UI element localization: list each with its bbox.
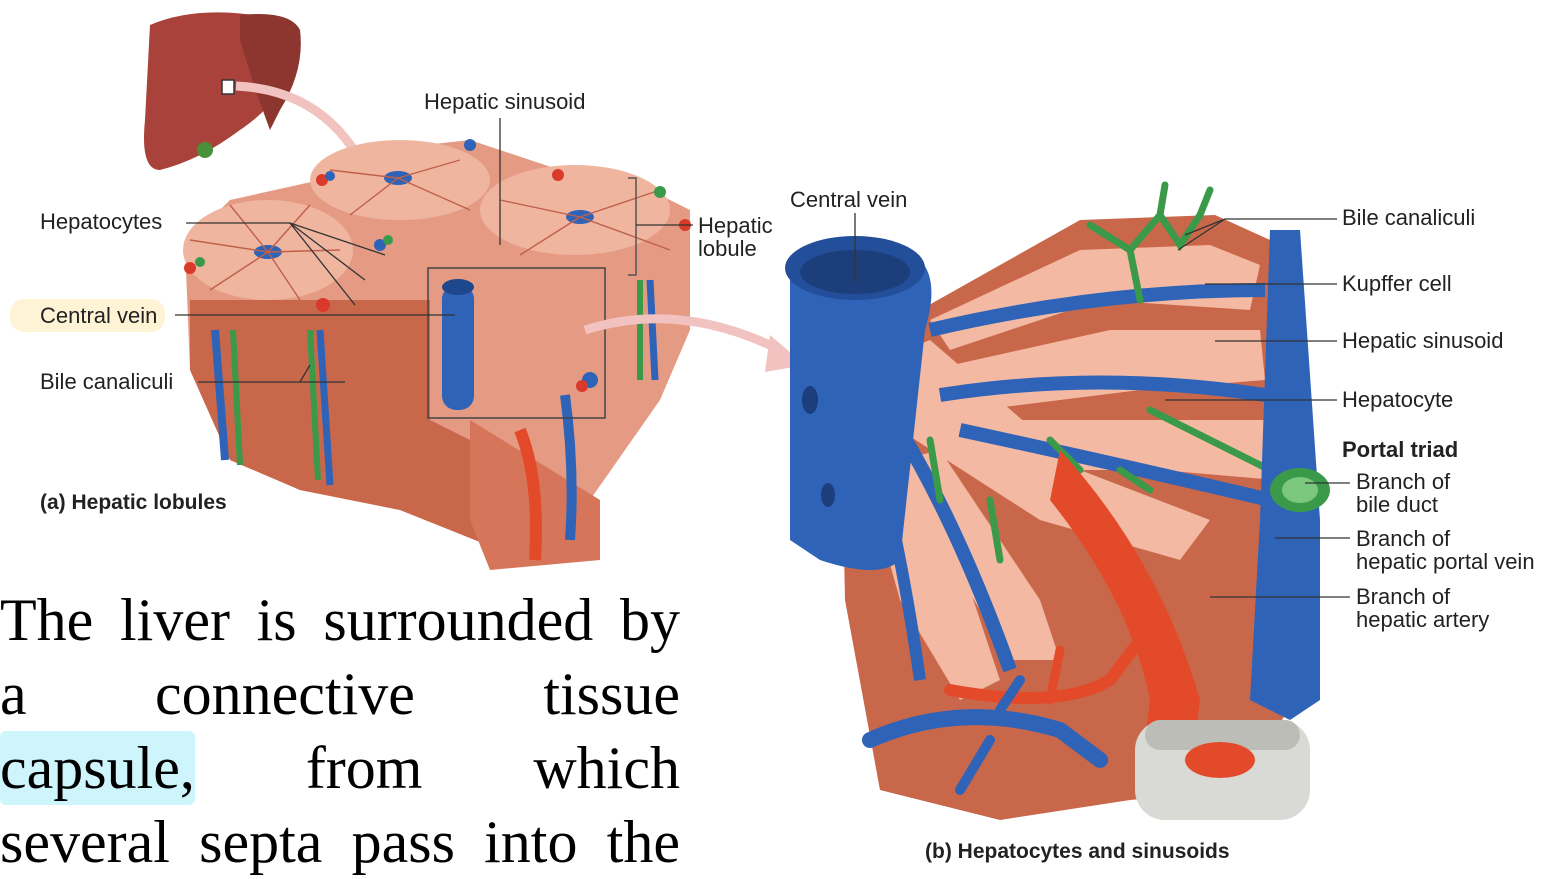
label-a-hepatic-lobule: Hepatic lobule xyxy=(698,214,788,260)
body-text-line-4: several septa pass into the xyxy=(0,805,680,879)
label-a-bile-canaliculi: Bile canaliculi xyxy=(40,370,173,393)
body-word-capsule: capsule, xyxy=(0,731,195,805)
label-b-branch-hepatic-artery: Branch of hepatic artery xyxy=(1356,585,1489,631)
label-b-kupffer-cell: Kupffer cell xyxy=(1342,272,1452,295)
label-b-hepatocyte: Hepatocyte xyxy=(1342,388,1453,411)
caption-b: (b) Hepatocytes and sinusoids xyxy=(925,840,1230,864)
body-word-from: from xyxy=(306,731,423,805)
label-b-bile-canaliculi: Bile canaliculi xyxy=(1342,206,1475,229)
label-b-portal-triad: Portal triad xyxy=(1342,438,1458,461)
label-a-hepatocytes: Hepatocytes xyxy=(40,210,162,233)
label-a-central-vein-highlight: Central vein xyxy=(10,299,165,332)
caption-a: (a) Hepatic lobules xyxy=(40,491,227,515)
label-b-central-vein: Central vein xyxy=(790,188,907,211)
body-word-a: a xyxy=(0,657,27,731)
body-text-line-2: a connective tissue xyxy=(0,657,680,731)
body-word-which: which xyxy=(533,731,680,805)
label-a-hepatic-sinusoid: Hepatic sinusoid xyxy=(424,90,585,113)
body-word-tissue: tissue xyxy=(543,657,680,731)
body-text-line-3: capsule, from which xyxy=(0,731,680,805)
hepatic-lobules-block xyxy=(183,139,691,570)
body-text: The liver is surrounded by a connective … xyxy=(0,583,680,879)
label-b-branch-bile-duct: Branch of bile duct xyxy=(1356,470,1450,516)
label-b-branch-portal-vein: Branch of hepatic portal vein xyxy=(1356,527,1535,573)
label-a-central-vein: Central vein xyxy=(40,304,165,327)
hepatocytes-sinusoids-block xyxy=(785,185,1330,820)
body-text-line-1: The liver is surrounded by xyxy=(0,583,680,657)
label-b-hepatic-sinusoid: Hepatic sinusoid xyxy=(1342,329,1503,352)
body-word-connective: connective xyxy=(155,657,415,731)
